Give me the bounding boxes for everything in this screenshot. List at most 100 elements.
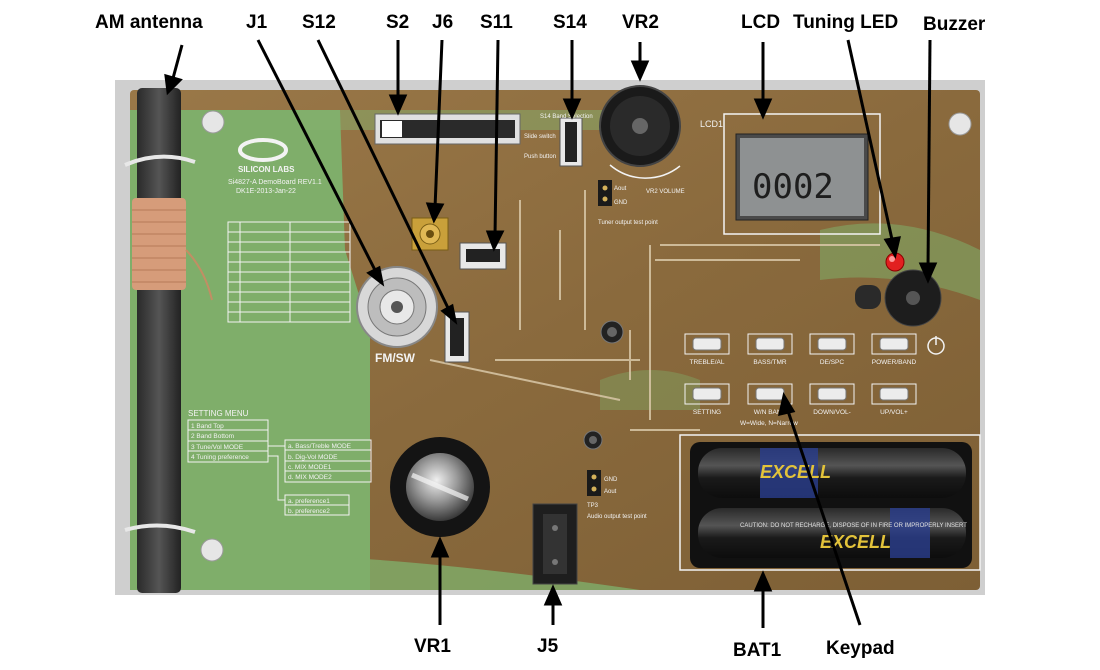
s14-silk-label: S14 Band Selection: [540, 114, 593, 120]
callout-buzzer: Buzzer: [923, 14, 986, 35]
mode-item-b: b. Dig-Vol MODE: [288, 454, 338, 461]
buzzer: [855, 269, 945, 355]
arrow-j6: [433, 39, 444, 209]
keypad-button-power-band[interactable]: POWER/BAND: [871, 333, 917, 366]
callout-lcd: LCD: [741, 12, 781, 33]
push-button-label: Push button: [524, 154, 556, 160]
callout-vr1: VR1: [414, 636, 451, 657]
arrowhead-lcd: [753, 98, 773, 120]
callout-arrows: [164, 39, 938, 628]
keypad-button-bass-tmr[interactable]: BASS/TMR: [747, 333, 793, 366]
arrowhead-s2: [388, 94, 408, 116]
keypad-button-setting[interactable]: SETTING: [684, 383, 730, 416]
arrow-keypad: [785, 407, 862, 626]
battery-warning: CAUTION: DO NOT RECHARGE, DISPOSE OF IN …: [740, 523, 967, 529]
menu-item-1: 1 Band Top: [191, 423, 224, 430]
arrowhead-buzzer: [918, 262, 938, 284]
keypad-button-w-n-band[interactable]: W/N BAND: [747, 383, 793, 416]
tp3-label: TP3: [587, 503, 599, 509]
keypad-button-label: DE/SPC: [820, 359, 845, 366]
j6-connector[interactable]: [411, 217, 449, 251]
tp3-pin-aout: Aout: [604, 489, 617, 495]
vr2-silk-label: VR2 VOLUME: [646, 189, 685, 195]
keypad-button-treble-al[interactable]: TREBLE/AL: [684, 333, 730, 366]
keypad-button-label: BASS/TMR: [753, 359, 787, 366]
silicon-labs-logo: SILICON LABS Si4827-A DemoBoard REV1.1 D…: [228, 138, 322, 195]
callout-s11: S11: [480, 12, 513, 33]
arrowhead-am-antenna: [164, 73, 183, 96]
bat1-battery-holder: EXCELL EXCELL CAUTION: DO NOT RECHARGE, …: [679, 434, 981, 571]
battery-brand-top: EXCELL: [760, 462, 831, 482]
arrowhead-bat1: [753, 570, 773, 592]
tp3-test-point: GND Aout TP3 Audio output test point: [587, 470, 647, 520]
capacitor-c14: [600, 320, 624, 344]
keypad-button-up-vol-[interactable]: UP/VOL+: [871, 383, 917, 416]
callout-bat1: BAT1: [733, 640, 782, 661]
setting-menu-silkscreen: SETTING MENU 1 Band Top 2 Band Bottom 3 …: [187, 409, 372, 516]
battery-brand-bottom: EXCELL: [820, 532, 891, 552]
keypad-button-label: POWER/BAND: [872, 359, 917, 366]
callout-j6: J6: [432, 12, 454, 33]
fm-sw-label: FM/SW: [375, 351, 416, 365]
pref-item-1: a. preference1: [288, 498, 330, 505]
arrow-s11: [493, 39, 500, 237]
callout-j5: J5: [537, 636, 559, 657]
mode-item-d: d. MIX MODE2: [288, 474, 332, 481]
arrowhead-j6: [425, 202, 445, 224]
arrowhead-tuning-led: [883, 236, 901, 259]
s12-switch[interactable]: [444, 311, 470, 363]
callout-vr2: VR2: [622, 12, 659, 33]
band-caption: W=Wide, N=Narrow: [740, 420, 798, 427]
lcd1-label: LCD1: [700, 119, 723, 129]
board-date-label: DK1E-2013-Jan-22: [236, 188, 296, 195]
keypad-button-label: SETTING: [693, 409, 721, 416]
s14-switch[interactable]: S14 Band Selection Slide switch Push but…: [524, 114, 593, 167]
slide-switch-label: Slide switch: [524, 134, 556, 140]
keypad-button-label: UP/VOL+: [880, 409, 908, 416]
vr2-knob[interactable]: VR2 VOLUME: [599, 85, 685, 195]
keypad: W=Wide, N=Narrow TREBLE/AL BASS/TMR DE/SPC…: [684, 333, 917, 427]
tp3-pin-gnd: GND: [604, 477, 618, 483]
arrow-s12: [316, 39, 451, 311]
arrow-am-antenna: [170, 44, 184, 83]
tp1-caption: Tuner output test point: [598, 220, 658, 226]
menu-item-4: 4 Tuning preference: [191, 454, 249, 461]
tp3-caption: Audio output test point: [587, 514, 647, 520]
arrowhead-vr2: [630, 60, 650, 82]
keypad-button-down-vol-[interactable]: DOWN/VOL-: [809, 383, 855, 416]
callout-s2: S2: [386, 12, 410, 33]
brand-label: SILICON LABS: [238, 165, 295, 174]
arrowhead-j1: [366, 265, 385, 287]
lcd-display: LCD1 0002: [700, 113, 881, 235]
callout-j1: J1: [246, 12, 268, 33]
frequency-range-table: [227, 221, 351, 323]
pref-item-2: b. preference2: [288, 508, 330, 515]
s11-switch[interactable]: [459, 242, 507, 270]
menu-item-2: 2 Band Bottom: [191, 433, 234, 440]
keypad-button-label: DOWN/VOL-: [813, 409, 851, 416]
keypad-button-de-spc[interactable]: DE/SPC: [809, 333, 855, 366]
callout-s12: S12: [302, 12, 336, 33]
vr1-knob[interactable]: [390, 437, 490, 537]
tp1-test-point: Aout GND Tuner output test point: [598, 180, 658, 226]
mode-item-c: c. MIX MODE1: [288, 464, 332, 471]
arrow-buzzer: [926, 39, 932, 269]
j1-connector[interactable]: FM/SW: [356, 266, 438, 365]
arrowhead-vr1: [430, 536, 450, 558]
arrow-j1: [256, 39, 378, 273]
board-model-label: Si4827-A DemoBoard REV1.1: [228, 179, 322, 186]
tuning-led: [885, 252, 905, 272]
arrowhead-s12: [440, 303, 458, 325]
keypad-button-label: TREBLE/AL: [689, 359, 724, 366]
arrow-tuning-led: [846, 39, 895, 245]
j5-audio-jack[interactable]: [532, 503, 578, 585]
arrowhead-keypad: [778, 392, 796, 416]
am-antenna: [124, 88, 213, 593]
callout-am-antenna: AM antenna: [95, 12, 203, 33]
callout-s14: S14: [553, 12, 587, 33]
arrowhead-s11: [485, 230, 505, 252]
callout-tuning-led: Tuning LED: [793, 12, 899, 33]
tp1-pin-gnd: GND: [614, 200, 628, 206]
lcd-reading: 0002: [752, 167, 834, 207]
